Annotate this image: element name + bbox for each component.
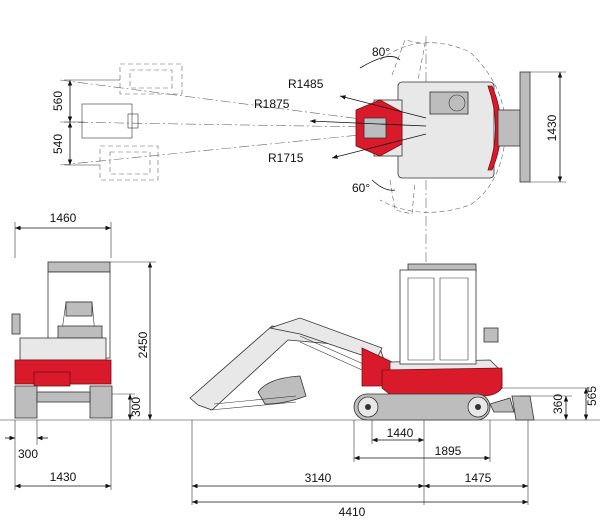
ghost-boom-middle <box>81 103 139 139</box>
label-blade-top: 565 <box>585 386 599 406</box>
dimension-labels: 1460 2450 300 300 1430 1440 1895 3140 14… <box>18 45 599 519</box>
label-overall-length: 4410 <box>339 505 366 519</box>
front-view-dimensions <box>5 222 156 490</box>
label-track-width: 1430 <box>50 470 77 484</box>
side-view <box>189 263 535 421</box>
upper-structure-top <box>355 81 502 179</box>
label-radius-1: R1485 <box>288 77 324 91</box>
label-boom-offset-right: 540 <box>51 134 65 154</box>
label-height-total: 2450 <box>136 331 150 358</box>
label-radius-2: R1875 <box>254 97 290 111</box>
front-view <box>11 261 113 419</box>
label-blade-width: 1430 <box>545 114 559 141</box>
label-angle-right: 60° <box>352 181 370 195</box>
label-boom-offset-left: 560 <box>51 91 65 111</box>
ghost-boom-upper <box>119 63 183 95</box>
label-ground-clearance: 300 <box>129 397 143 417</box>
label-angle-left: 80° <box>372 45 390 59</box>
label-track-offset: 300 <box>18 447 38 461</box>
label-reach-to-pivot: 3140 <box>305 471 332 485</box>
blade-top <box>497 71 531 183</box>
label-radius-3: R1715 <box>268 151 304 165</box>
label-blade-height: 360 <box>551 394 565 414</box>
ghost-boom-lower <box>99 145 159 181</box>
label-rear-length: 1475 <box>465 471 492 485</box>
side-view-dimensions <box>191 387 590 505</box>
label-undercarriage-length: 1895 <box>435 444 462 458</box>
label-front-width: 1460 <box>50 211 77 225</box>
top-view <box>59 36 566 420</box>
label-tail-length: 1440 <box>387 426 414 440</box>
